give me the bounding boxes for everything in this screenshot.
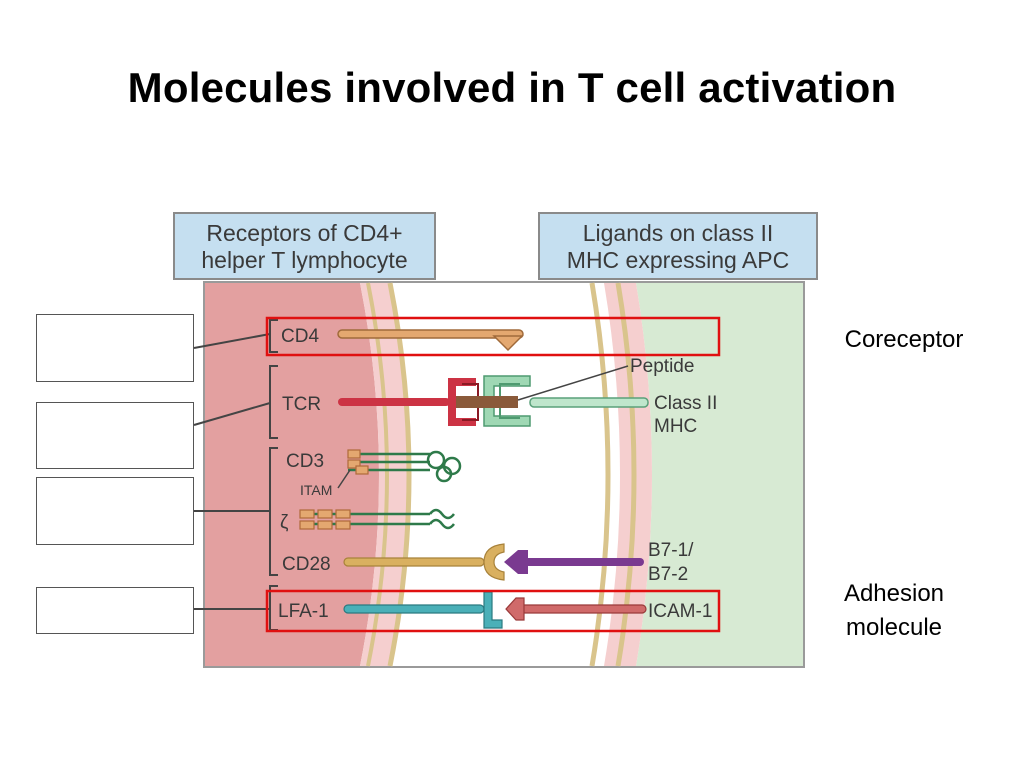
lfa1-label: LFA-1 <box>278 601 329 622</box>
class2-label-line2: MHC <box>654 416 697 437</box>
cd4-label: CD4 <box>281 326 319 347</box>
class2-label-line1: Class II <box>654 393 717 414</box>
coreceptor-highlight <box>265 316 721 357</box>
tcr-head <box>448 378 476 426</box>
tcr-label: TCR <box>282 394 321 415</box>
cd28-label: CD28 <box>282 554 331 575</box>
cd3-itam-blocks <box>347 449 369 475</box>
cd3-label: CD3 <box>286 451 324 472</box>
adhesion-label-line1: Adhesion <box>843 580 945 607</box>
t-cell-header-line2: helper T lymphocyte <box>201 247 408 273</box>
coreceptor-label: Coreceptor <box>844 326 964 353</box>
b7-molecule <box>524 558 644 566</box>
page-title: Molecules involved in T cell activation <box>127 64 897 111</box>
apc-membrane-inner <box>615 282 637 667</box>
t-cell-header: Receptors of CD4+ helper T lymphocyte <box>173 212 436 280</box>
adhesion-molecule-label: Adhesion molecule <box>816 577 972 645</box>
apc-membrane-outer <box>589 282 611 667</box>
apc-region <box>636 283 803 666</box>
t-cell-header-line1: Receptors of CD4+ <box>206 220 403 246</box>
b7-label-line2: B7-2 <box>648 564 688 585</box>
peptide-pointer <box>517 365 629 401</box>
cd28-head <box>483 543 505 581</box>
cd4-tip <box>492 335 524 352</box>
zeta-itam-blocks <box>299 509 351 530</box>
peptide-label: Peptide <box>630 356 694 377</box>
answer-box-3[interactable] <box>36 477 194 545</box>
cd3-molecule <box>348 450 462 483</box>
b7-head <box>504 550 528 574</box>
apc-membrane-pink <box>604 283 652 666</box>
mhc-stalk <box>529 397 649 408</box>
answer-box-4[interactable] <box>36 587 194 634</box>
lfa1-molecule <box>343 604 485 614</box>
cd28-molecule <box>343 557 485 567</box>
tcr-molecule <box>338 398 450 406</box>
adhesion-label-line2: molecule <box>845 614 943 641</box>
zeta-label: ζ <box>280 512 289 533</box>
connector-lines <box>193 333 271 610</box>
cd4-molecule <box>337 329 524 339</box>
t-cell-region <box>205 283 379 666</box>
apc-header-line1: Ligands on class II <box>582 220 774 246</box>
itam-pointer <box>337 469 351 489</box>
icam1-head <box>505 597 525 621</box>
answer-box-1[interactable] <box>36 314 194 382</box>
peptide-molecule <box>456 396 518 408</box>
icam1-label: ICAM-1 <box>648 601 712 622</box>
apc-header-line2: MHC expressing APC <box>566 247 790 273</box>
adhesion-highlight <box>265 589 721 633</box>
icam1-molecule <box>519 604 647 614</box>
answer-box-2[interactable] <box>36 402 194 469</box>
apc-header: Ligands on class II MHC expressing APC <box>538 212 818 280</box>
itam-label: ITAM <box>300 482 332 498</box>
b7-label-line1: B7-1/ <box>648 540 694 561</box>
